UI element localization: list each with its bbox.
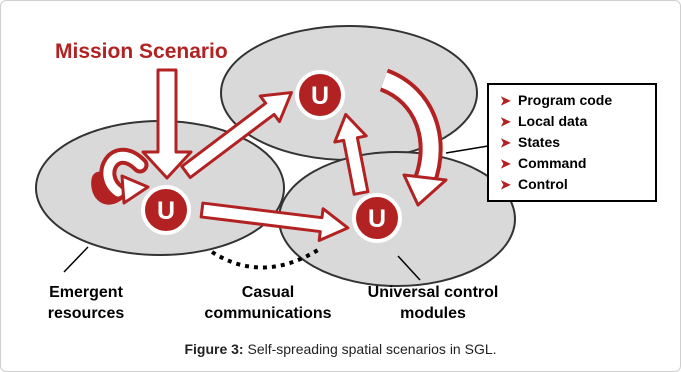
- info-box-list: ➤ Program code ➤ Local data ➤ States ➤ C…: [500, 92, 612, 192]
- svg-text:States: States: [518, 134, 560, 150]
- svg-text:U: U: [311, 82, 329, 110]
- info-box: [487, 83, 657, 202]
- svg-text:Control: Control: [518, 176, 568, 192]
- info-item: ➤ Control: [500, 176, 568, 192]
- mission-scenario-title: Mission Scenario: [55, 40, 228, 63]
- label-casual-line2: communications: [204, 305, 331, 322]
- svg-text:U: U: [157, 197, 175, 225]
- bullet-arrow-icon: ➤: [500, 93, 511, 108]
- mission-arrow: [141, 68, 193, 180]
- self-loop-arrow-inner: [103, 151, 145, 197]
- info-item: ➤ Program code: [500, 92, 612, 108]
- arrow-left-to-top: [180, 91, 293, 180]
- u-node-left: U: [141, 185, 191, 235]
- bullet-arrow-icon: ➤: [500, 156, 511, 171]
- label-casual-line1: Casual: [242, 284, 294, 301]
- figure-caption: Figure 3: Self-spreading spatial scenari…: [0, 341, 681, 357]
- leader-ucm: [397, 255, 421, 281]
- arrow-right-to-top: [333, 112, 370, 196]
- bullet-arrow-icon: ➤: [500, 135, 511, 150]
- u-node-top: U: [295, 70, 345, 120]
- caption-label: Figure 3:: [184, 341, 244, 357]
- svg-text:Program code: Program code: [518, 92, 612, 108]
- label-ucm-line2: modules: [400, 305, 466, 322]
- leader-emergent: [63, 246, 89, 273]
- self-loop-arrowhead: [120, 174, 150, 205]
- info-item: ➤ States: [500, 134, 560, 150]
- sgl-diagram: U U U Mission Scenario ➤ Program code ➤ …: [35, 25, 657, 322]
- curved-arrow-head: [402, 173, 448, 207]
- bullet-arrow-icon: ➤: [500, 114, 511, 129]
- arrow-left-to-right: [199, 201, 350, 243]
- u-node-right: U: [352, 193, 402, 243]
- leader-box: [445, 145, 489, 154]
- info-item: ➤ Local data: [500, 113, 587, 129]
- svg-text:Local data: Local data: [518, 113, 587, 129]
- svg-text:Command: Command: [518, 155, 586, 171]
- casual-communications-link: [210, 248, 320, 270]
- caption-text: Self-spreading spatial scenarios in SGL.: [243, 341, 497, 357]
- svg-text:U: U: [368, 205, 386, 233]
- label-ucm-line1: Universal control: [368, 284, 499, 301]
- info-item: ➤ Command: [500, 155, 586, 171]
- bullet-arrow-icon: ➤: [500, 177, 511, 192]
- curved-arrow-top-to-right-inner: [380, 72, 439, 183]
- label-emergent-line2: resources: [48, 305, 125, 322]
- label-emergent-line1: Emergent: [49, 284, 123, 301]
